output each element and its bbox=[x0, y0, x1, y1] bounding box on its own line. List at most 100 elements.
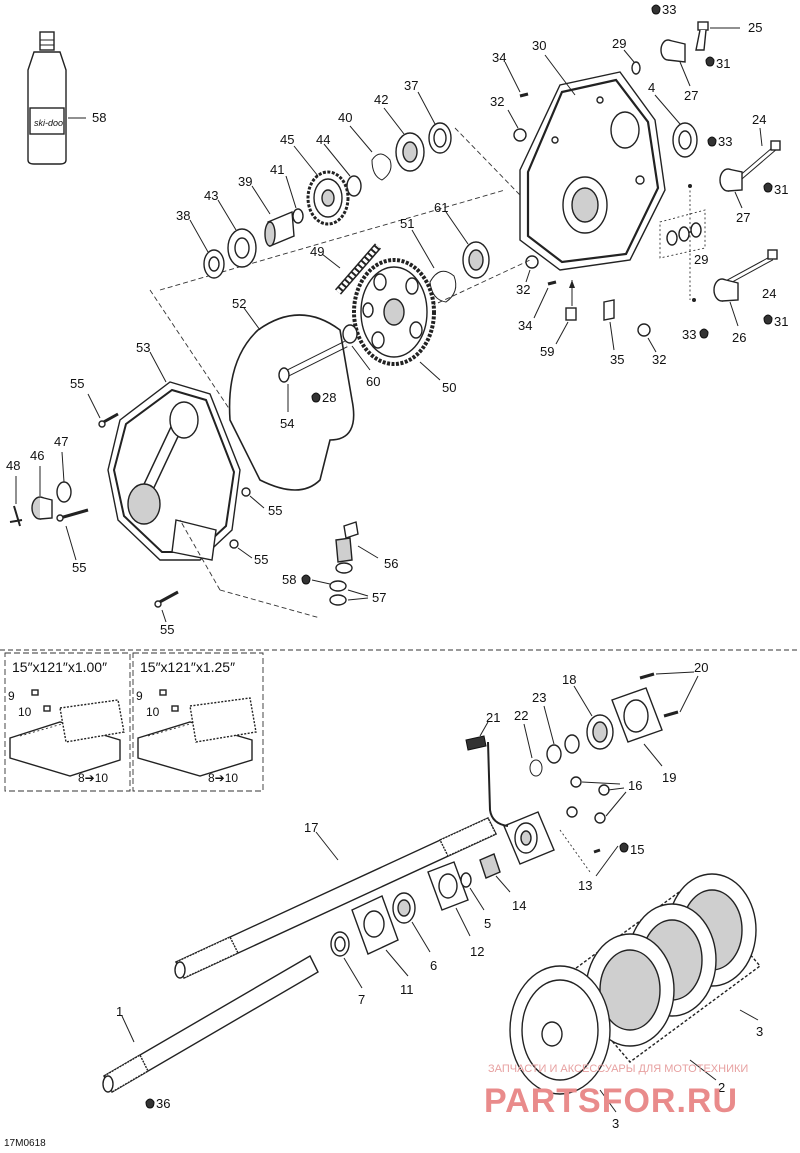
circlip-part-22 bbox=[529, 759, 543, 777]
nut-part-32-left bbox=[525, 255, 539, 269]
callout-55-right-a: 55 bbox=[268, 503, 282, 518]
callout-3-right: 3 bbox=[756, 1024, 763, 1039]
inset-title-right: 15″x121″x1.25″ bbox=[140, 659, 235, 675]
callout-47: 47 bbox=[54, 434, 68, 449]
callout-3-bottom: 3 bbox=[612, 1116, 619, 1131]
inset-track-100: 15″x121″x1.00″ bbox=[4, 652, 131, 792]
callout-33-mid: 33 bbox=[718, 134, 732, 149]
callout-16: 16 bbox=[628, 778, 642, 793]
gear-part-45 bbox=[306, 170, 350, 226]
callout-22: 22 bbox=[514, 708, 528, 723]
callout-55-bottom: 55 bbox=[160, 622, 174, 637]
spacer-part-39 bbox=[264, 210, 295, 248]
callout-35: 35 bbox=[610, 352, 624, 367]
callout-49: 49 bbox=[310, 244, 324, 259]
washer-part-41 bbox=[292, 208, 304, 224]
callout-19: 19 bbox=[662, 770, 676, 785]
callout-30: 30 bbox=[532, 38, 546, 53]
callout-32-bottom: 32 bbox=[652, 352, 666, 367]
callout-36: 36 bbox=[156, 1096, 170, 1111]
callout-39: 39 bbox=[238, 174, 252, 189]
callout-29-top: 29 bbox=[612, 36, 626, 51]
callout-31-top: 31 bbox=[716, 56, 730, 71]
callout-33-top: 33 bbox=[662, 2, 676, 17]
bearing-part-6 bbox=[392, 892, 416, 924]
callout-51: 51 bbox=[400, 216, 414, 231]
bolt-part-54 bbox=[278, 340, 348, 383]
callout-10-left: 10 bbox=[18, 705, 32, 719]
callout-44: 44 bbox=[316, 132, 330, 147]
inset-track-125: 15″x121″x1.25″ bbox=[132, 652, 264, 792]
callout-7: 7 bbox=[358, 992, 365, 1007]
bearing-flange-part-11 bbox=[351, 895, 399, 955]
callout-11: 11 bbox=[400, 982, 414, 997]
callout-31-mid: 31 bbox=[774, 182, 788, 197]
bolt-part-35 bbox=[603, 299, 615, 321]
callout-55-top: 55 bbox=[70, 376, 84, 391]
spacer-part-44 bbox=[346, 175, 362, 197]
callout-2: 2 bbox=[718, 1080, 725, 1095]
circlip-part-40 bbox=[371, 153, 392, 181]
callout-32-top: 32 bbox=[490, 94, 504, 109]
callout-27-top: 27 bbox=[684, 88, 698, 103]
o-ring-part-57-a bbox=[329, 580, 347, 592]
callout-25: 25 bbox=[748, 20, 762, 35]
callout-43: 43 bbox=[204, 188, 218, 203]
bearing-flange-part-19 bbox=[611, 687, 663, 743]
callout-42: 42 bbox=[374, 92, 388, 107]
callout-40: 40 bbox=[338, 110, 352, 125]
cotter-pin-part-48 bbox=[9, 505, 23, 527]
drive-sprockets-part-2 bbox=[509, 873, 762, 1095]
gear-part-50 bbox=[352, 258, 436, 366]
tensioner-part-27-top bbox=[660, 39, 686, 63]
plug-part-59 bbox=[565, 307, 577, 321]
callout-34-top: 34 bbox=[492, 50, 506, 65]
chain-part-49 bbox=[334, 243, 382, 295]
callout-4: 4 bbox=[648, 80, 655, 95]
oil-bottle-part-58: ski-doo bbox=[27, 31, 86, 165]
seal-part-38 bbox=[203, 249, 225, 279]
callout-5: 5 bbox=[484, 916, 491, 931]
callout-32-left: 32 bbox=[516, 282, 530, 297]
bearing-part-43 bbox=[227, 228, 257, 268]
callout-23: 23 bbox=[532, 690, 546, 705]
nut-part-46 bbox=[31, 496, 53, 520]
callout-48: 48 bbox=[6, 458, 20, 473]
callout-45: 45 bbox=[280, 132, 294, 147]
nut-part-32-top bbox=[513, 128, 527, 142]
washer-part-47 bbox=[56, 481, 72, 503]
bearing-part-42 bbox=[395, 132, 425, 172]
callout-12: 12 bbox=[470, 944, 484, 959]
callout-10-right: 10 bbox=[146, 705, 160, 719]
callout-9-right: 9 bbox=[136, 689, 143, 703]
callout-31-bottom: 31 bbox=[774, 314, 788, 329]
callout-38: 38 bbox=[176, 208, 190, 223]
washer-part-29 bbox=[631, 61, 641, 75]
callout-17: 17 bbox=[304, 820, 318, 835]
gear-part-14 bbox=[479, 853, 501, 879]
callout-37: 37 bbox=[404, 78, 418, 93]
callout-50: 50 bbox=[442, 380, 456, 395]
callout-34-bottom: 34 bbox=[518, 318, 532, 333]
bearing-part-61 bbox=[462, 241, 490, 279]
circlip-part-51 bbox=[429, 270, 457, 303]
callout-13: 13 bbox=[578, 878, 592, 893]
callout-20: 20 bbox=[694, 660, 708, 675]
bearing-housing-part-13 bbox=[503, 811, 555, 865]
callout-46: 46 bbox=[30, 448, 44, 463]
bolt-part-24-top bbox=[738, 140, 781, 180]
callout-58-lower: 58 bbox=[282, 572, 296, 587]
callout-41: 41 bbox=[270, 162, 284, 177]
callout-8-to-10-right: 8➔10 bbox=[208, 771, 238, 785]
ring-part-23 bbox=[546, 744, 562, 764]
callout-57: 57 bbox=[372, 590, 386, 605]
callout-6: 6 bbox=[430, 958, 437, 973]
callout-54: 54 bbox=[280, 416, 294, 431]
driveshaft-part-1 bbox=[102, 955, 319, 1093]
nut-part-32-bottom bbox=[637, 323, 651, 337]
washers-part-29-bottom bbox=[666, 222, 702, 246]
ring-part-5 bbox=[460, 872, 472, 888]
chaincase-cover-part-53 bbox=[107, 381, 241, 561]
callout-27-mid: 27 bbox=[736, 210, 750, 225]
callout-18: 18 bbox=[562, 672, 576, 687]
